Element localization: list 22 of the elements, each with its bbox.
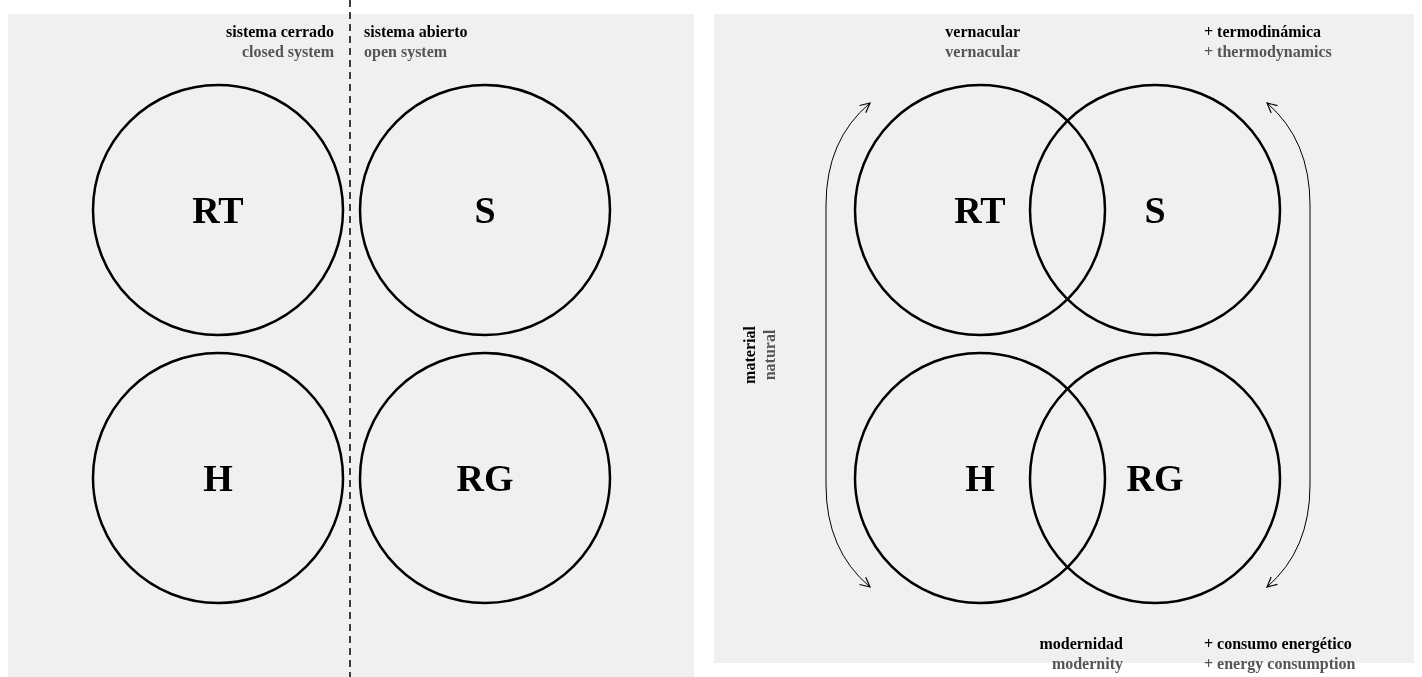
node-label: RT (954, 188, 1006, 232)
term-label: + consumo energético (1204, 634, 1352, 654)
node-label: RT (192, 188, 244, 232)
translation-label: + thermodynamics (1204, 42, 1332, 62)
term-label: vernacular (945, 22, 1020, 42)
term-label: sistema abierto (364, 22, 468, 42)
node-label: S (474, 188, 496, 232)
translation-label: vernacular (945, 42, 1020, 62)
translation-label: + energy consumption (1204, 654, 1356, 674)
node-label: RG (1126, 456, 1184, 500)
node-label: RG (456, 456, 514, 500)
node-label: H (965, 456, 995, 500)
translation-label: modernity (1051, 654, 1123, 674)
term-label: modernidad (1039, 634, 1123, 654)
translation-label: natural (760, 329, 779, 381)
term-label: material (740, 326, 759, 384)
node-label: H (203, 456, 233, 500)
term-label: sistema cerrado (226, 22, 334, 42)
term-label: + termodinámica (1204, 22, 1322, 42)
translation-label: closed system (242, 42, 334, 62)
node-label: S (1144, 188, 1166, 232)
translation-label: open system (364, 42, 448, 62)
